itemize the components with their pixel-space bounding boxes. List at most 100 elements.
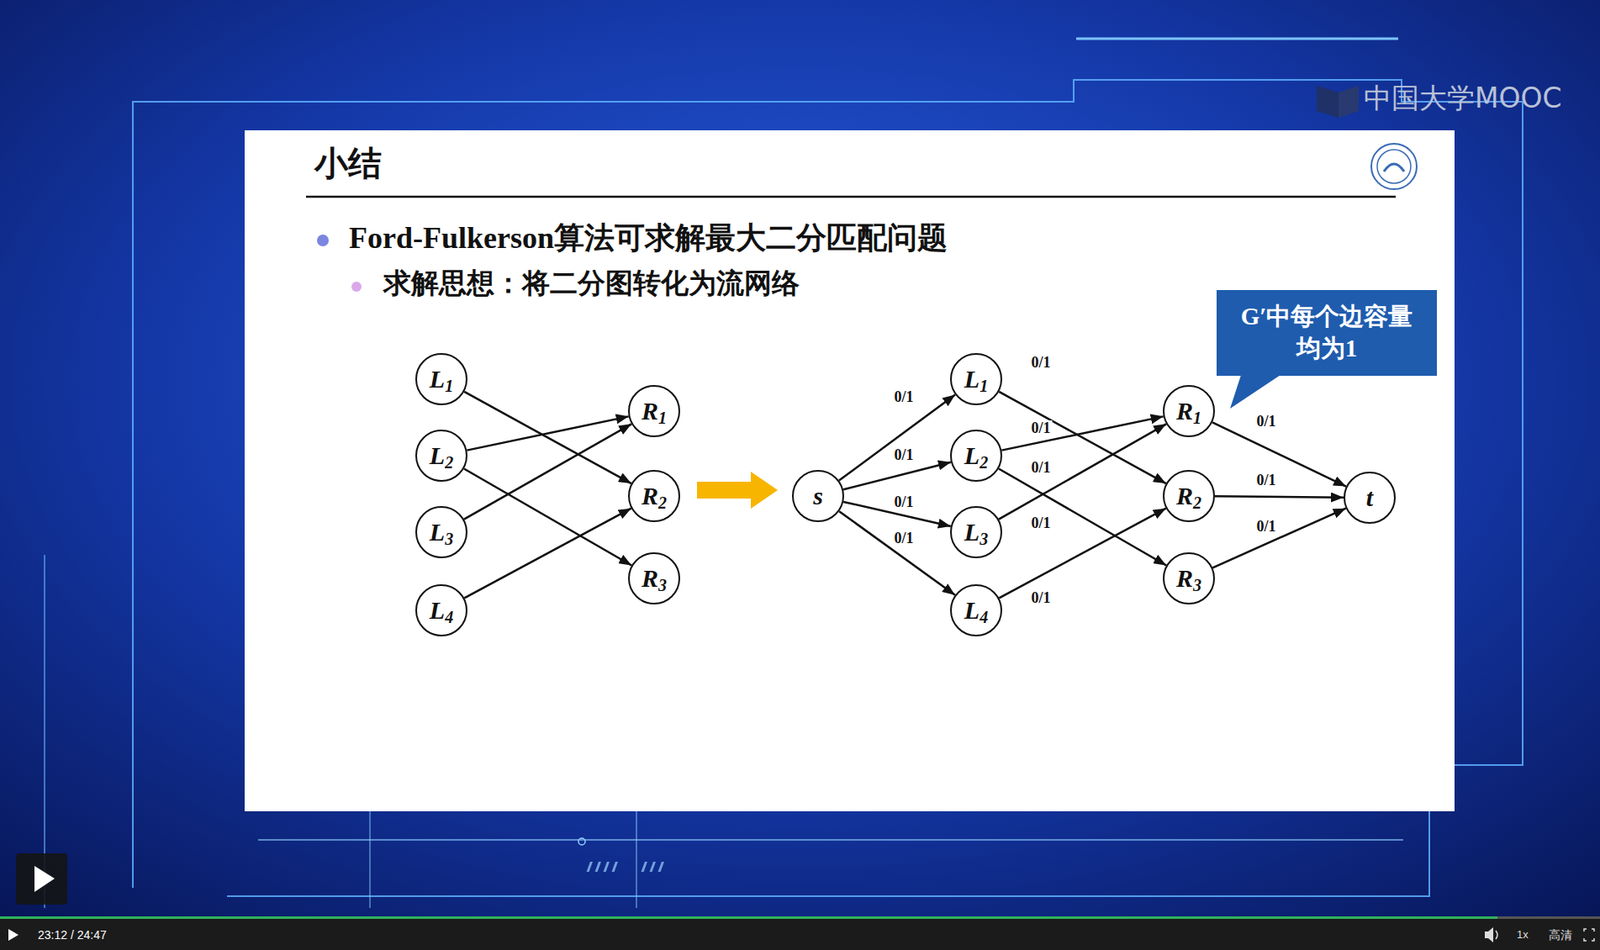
callout-text: G′中每个边容量均为1: [1236, 300, 1417, 365]
capacity-label: 0/1: [1029, 515, 1052, 533]
bullet-dot: [351, 281, 362, 292]
volume-icon: [1484, 927, 1494, 943]
capacity-label: 0/1: [1029, 354, 1052, 372]
bullet-text: Ford-Fulkerson算法可求解最大二分匹配问题: [348, 220, 948, 257]
vertex-circle: L1: [950, 353, 1003, 406]
vertex-circle: s: [792, 469, 845, 523]
flow-arrow: [466, 416, 629, 450]
callout-box: G′中每个边容量均为1: [1216, 290, 1437, 376]
flow-arrow: [1212, 508, 1346, 569]
vertex-label: t: [1366, 485, 1373, 511]
fullscreen-icon: [1584, 929, 1595, 941]
vertex-label: R3: [641, 565, 667, 592]
vertex-label: L3: [964, 519, 988, 545]
flow-arrow: [1212, 422, 1347, 486]
vertex-circle: L3: [415, 506, 468, 559]
quality-button: 高清: [1548, 928, 1573, 943]
mooc-icon-part: [1338, 85, 1359, 118]
vertex-circle: L4: [950, 584, 1003, 637]
capacity-label: 0/1: [1029, 590, 1052, 608]
flow-arrow: [998, 423, 1167, 519]
vertex-label: R1: [1176, 398, 1202, 424]
flow-arrow: [1214, 496, 1344, 497]
vertex-label: L4: [964, 597, 988, 624]
capacity-label: 0/1: [1029, 420, 1052, 438]
vertex-circle: R3: [628, 552, 681, 605]
vertex-circle: L2: [415, 429, 468, 482]
vertex-label: L3: [429, 519, 454, 545]
logo-ring: [1377, 149, 1411, 184]
flow-arrow: [464, 508, 631, 599]
vertex-label: R2: [641, 483, 667, 509]
title-rule: [306, 195, 1396, 199]
flow-arrow: [1001, 416, 1163, 450]
slide-panel: [244, 130, 1455, 812]
progress-fill: [0, 916, 1498, 919]
vertex-circle: t: [1343, 471, 1396, 524]
frame-line: [635, 811, 638, 909]
watermark: 中国大学MOOC: [1363, 81, 1562, 116]
player-bar: [0, 918, 1600, 950]
flow-arrow: [464, 468, 632, 566]
capacity-label: 0/1: [1029, 459, 1052, 477]
capacity-label: 0/1: [1254, 518, 1278, 536]
volume-icon: [1495, 930, 1498, 940]
bullet-dot: [316, 234, 329, 247]
play-icon: [8, 929, 19, 941]
stripe: [658, 861, 665, 872]
vertex-circle: L2: [950, 429, 1003, 482]
frame-line: [132, 79, 1523, 897]
stripe: [641, 861, 648, 872]
stripe: [603, 861, 610, 872]
vertex-circle: R2: [1162, 469, 1215, 523]
time-display: 23:12 / 24:47: [37, 928, 107, 943]
school-logo: [1371, 143, 1417, 190]
flow-arrow: [998, 468, 1167, 566]
vertex-label: R1: [641, 398, 667, 424]
flow-arrow: [839, 511, 956, 596]
vertex-circle: L1: [415, 353, 468, 406]
flow-arrow: [464, 423, 632, 519]
vertex-circle: L4: [415, 584, 468, 637]
transform-arrow: [697, 471, 778, 509]
flow-arrow: [839, 394, 956, 481]
vertex-label: L2: [429, 443, 454, 469]
vertex-label: R2: [1176, 483, 1202, 509]
stripe: [649, 861, 656, 872]
logo-mark: [1383, 163, 1405, 172]
vertex-label: L1: [964, 366, 988, 392]
mooc-icon: [1316, 85, 1359, 118]
frame-line: [369, 811, 371, 909]
flow-arrow: [998, 508, 1166, 599]
capacity-label: 0/1: [892, 447, 915, 465]
vertex-label: L4: [429, 597, 454, 624]
frame-line: [258, 839, 1404, 841]
play-icon: [34, 866, 55, 893]
frame-line: [1076, 37, 1399, 41]
play-button: [15, 853, 68, 905]
vertex-circle: R2: [628, 469, 681, 523]
vertex-label: L2: [964, 443, 988, 469]
vertex-circle: R1: [628, 385, 681, 438]
frame-dot: [578, 838, 586, 845]
capacity-label: 0/1: [892, 530, 915, 548]
flow-arrow: [843, 462, 951, 491]
sub-bullet-text: 求解思想：将二分图转化为流网络: [383, 267, 800, 301]
slide-title: 小结: [314, 140, 382, 187]
speed-button: 1x: [1516, 928, 1529, 942]
capacity-label: 0/1: [1254, 413, 1278, 431]
stripe: [612, 861, 618, 872]
progress-track: [0, 916, 1600, 919]
mooc-icon-part: [1316, 85, 1339, 118]
capacity-label: 0/1: [892, 494, 915, 512]
capacity-label: 0/1: [1254, 472, 1278, 490]
vertex-label: R3: [1176, 565, 1202, 592]
stripe-marks: [586, 861, 665, 872]
vertex-circle: L3: [950, 506, 1003, 559]
vertex-circle: R3: [1162, 552, 1215, 605]
vertex-circle: R1: [1162, 385, 1215, 438]
capacity-label: 0/1: [892, 389, 915, 407]
stripe: [586, 861, 593, 872]
